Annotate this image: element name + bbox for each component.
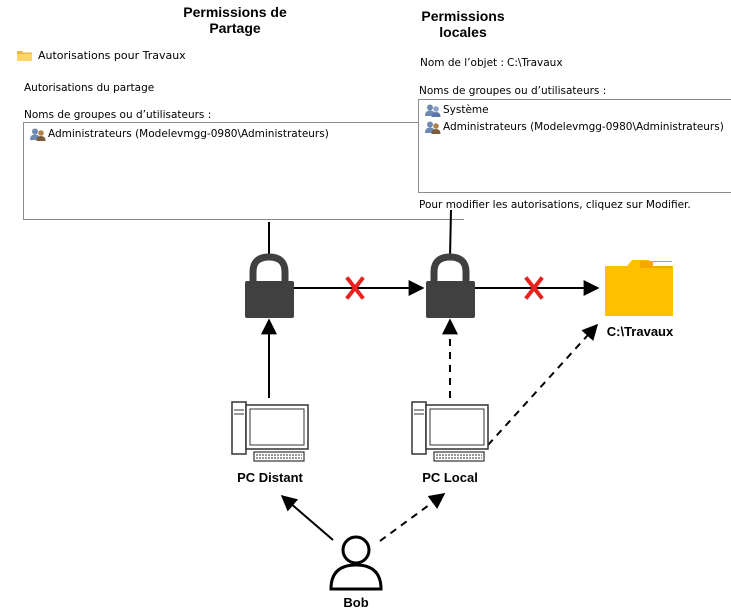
- share-list-label: Noms de groupes ou d’utilisateurs :: [24, 109, 212, 121]
- share-users-listbox[interactable]: Administrateurs (Modelevmgg-0980\Adminis…: [23, 122, 464, 220]
- list-item-label: Administrateurs (Modelevmgg-0980\Adminis…: [48, 128, 329, 140]
- remote-pc-label: PC Distant: [237, 470, 303, 485]
- user-to-local-pc-arrow: [379, 493, 446, 542]
- list-item-label: Administrateurs (Modelevmgg-0980\Adminis…: [443, 121, 724, 133]
- local-users-listbox[interactable]: Système Administrateurs (Modelevmgg-0980…: [418, 99, 731, 193]
- share-permissions-heading: Permissions de Partage: [172, 4, 298, 36]
- share-dialog-title: Autorisations pour Travaux: [38, 49, 186, 62]
- share-tab-label[interactable]: Autorisations du partage: [24, 82, 155, 94]
- local-permissions-heading: Permissions locales: [403, 8, 523, 40]
- local-list-label: Noms de groupes ou d’utilisateurs :: [419, 85, 607, 97]
- object-name-label: Nom de l’objet :: [420, 57, 505, 69]
- cross-icon: [524, 276, 544, 300]
- users-icon: [425, 121, 441, 134]
- cross-icon: [345, 276, 365, 300]
- object-name-value: C:\Travaux: [507, 57, 563, 69]
- local-heading-line2: locales: [439, 24, 487, 40]
- list-item[interactable]: Administrateurs (Modelevmgg-0980\Adminis…: [30, 126, 329, 142]
- user-to-remote-pc-arrow: [280, 494, 334, 541]
- folder-label: C:\Travaux: [606, 324, 674, 339]
- modify-note: Pour modifier les autorisations, cliquez…: [419, 199, 691, 211]
- local-pc-label: PC Local: [422, 470, 478, 485]
- share-lock-icon: [245, 253, 294, 318]
- folder-icon: [605, 260, 673, 316]
- person-icon: [329, 535, 383, 591]
- users-icon: [425, 104, 441, 117]
- local-heading-line1: Permissions: [421, 8, 505, 24]
- list-item[interactable]: Administrateurs (Modelevmgg-0980\Adminis…: [425, 119, 724, 135]
- local-dialog-connector: [449, 209, 452, 259]
- share-heading-line2: Partage: [209, 20, 261, 36]
- list-item-label: Système: [443, 104, 489, 116]
- user-label: Bob: [343, 595, 369, 610]
- local-pc-to-folder-arrow: [487, 323, 599, 446]
- list-item[interactable]: Système: [425, 102, 489, 118]
- computer-icon: [231, 401, 309, 462]
- share-heading-line1: Permissions de: [183, 4, 287, 20]
- computer-icon: [411, 401, 489, 462]
- users-icon: [30, 128, 46, 141]
- folder-icon: [17, 51, 32, 61]
- local-lock-icon: [426, 253, 475, 318]
